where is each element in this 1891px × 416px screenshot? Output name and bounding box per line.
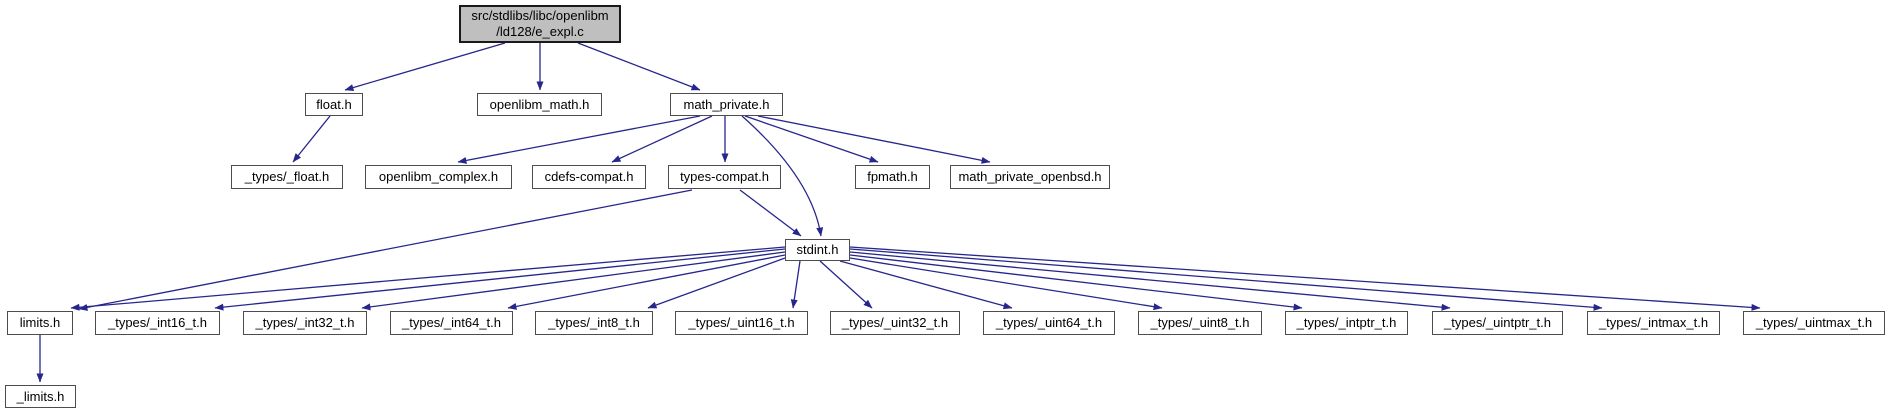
edge-stdint_h-to-int64 — [507, 254, 786, 310]
edge-e_expl-to-float_h — [344, 42, 506, 91]
graph-node-fpmath_h[interactable]: fpmath.h — [855, 165, 930, 189]
graph-node-uint8[interactable]: _types/_uint8_t.h — [1138, 311, 1262, 335]
graph-node-int16[interactable]: _types/_int16_t.h — [95, 311, 220, 335]
graph-node-stdint_h[interactable]: stdint.h — [785, 239, 850, 261]
edge-stdint_h-to-int32 — [361, 251, 786, 311]
edge-stdint_h-to-uintptr — [849, 251, 1451, 311]
edge-stdint_h-to-uint16 — [790, 260, 801, 309]
edge-stdint_h-to-uint64 — [839, 260, 1013, 310]
edge-types_compat_h-to-stdint_h — [739, 189, 802, 237]
graph-node-uintmax[interactable]: _types/_uintmax_t.h — [1743, 311, 1885, 335]
edge-stdint_h-to-uint32 — [819, 260, 873, 309]
edge-stdint_h-to-intmax — [849, 248, 1603, 311]
graph-node-limits_h[interactable]: limits.h — [7, 311, 73, 335]
graph-node-math_private_h[interactable]: math_private.h — [670, 93, 783, 116]
graph-node-float_h[interactable]: float.h — [305, 93, 363, 116]
graph-node-types_compat_h[interactable]: types-compat.h — [668, 165, 781, 189]
edge-types_compat_h-to-limits_h — [78, 189, 693, 311]
graph-node-_limits_h[interactable]: _limits.h — [5, 385, 76, 408]
graph-node-openlibm_math_h[interactable]: openlibm_math.h — [477, 93, 602, 116]
edge-stdint_h-to-int16 — [214, 248, 786, 311]
graph-node-e_expl: src/stdlibs/libc/openlibm /ld128/e_expl.… — [459, 5, 621, 43]
graph-node-int8[interactable]: _types/_int8_t.h — [535, 311, 653, 335]
graph-node-uint64[interactable]: _types/_uint64_t.h — [983, 311, 1115, 335]
graph-node-math_private_openbsd_h[interactable]: math_private_openbsd.h — [950, 165, 1110, 189]
edge-math_private_h-to-math_private_openbsd_h — [757, 115, 991, 164]
edge-stdint_h-to-int8 — [647, 257, 786, 309]
graph-node-uint32[interactable]: _types/_uint32_t.h — [830, 311, 960, 335]
edge-math_private_h-to-fpmath_h — [744, 115, 879, 163]
graph-node-intptr[interactable]: _types/_intptr_t.h — [1285, 311, 1408, 335]
graph-node-uintptr[interactable]: _types/_uintptr_t.h — [1432, 311, 1563, 335]
edge-stdint_h-to-uintmax — [849, 246, 1761, 311]
graph-node-openlibm_complex_h[interactable]: openlibm_complex.h — [365, 165, 512, 189]
graph-node-types_float_h[interactable]: _types/_float.h — [231, 165, 343, 189]
edge-math_private_h-to-cdefs_compat_h — [611, 115, 713, 163]
graph-node-cdefs_compat_h[interactable]: cdefs-compat.h — [532, 165, 646, 189]
edge-math_private_h-to-openlibm_complex_h — [457, 115, 701, 164]
graph-node-int32[interactable]: _types/_int32_t.h — [243, 311, 367, 335]
edge-stdint_h-to-limits_h — [70, 246, 786, 311]
edge-stdint_h-to-intptr — [849, 254, 1303, 311]
edge-e_expl-to-math_private_h — [577, 42, 701, 91]
edge-float_h-to-types_float_h — [292, 115, 331, 163]
graph-node-uint16[interactable]: _types/_uint16_t.h — [675, 311, 808, 335]
graph-node-intmax[interactable]: _types/_intmax_t.h — [1587, 311, 1720, 335]
edge-stdint_h-to-uint8 — [849, 257, 1163, 311]
graph-node-int64[interactable]: _types/_int64_t.h — [390, 311, 513, 335]
